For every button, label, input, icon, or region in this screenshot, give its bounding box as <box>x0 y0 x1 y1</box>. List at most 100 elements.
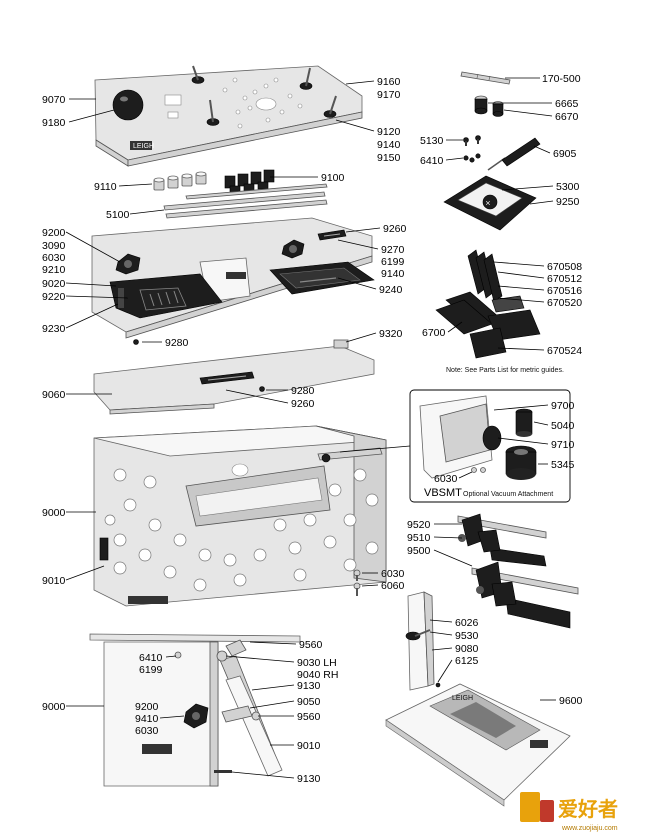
callout-numbers: 9070 9180 9160 9170 9120 9140 9150 170-5… <box>42 73 583 785</box>
callout-6199: 6199 <box>381 256 405 268</box>
callout-9140: 9140 <box>377 139 401 151</box>
watermark-url: www.zuojiaju.com <box>561 825 618 832</box>
clamps-9500 <box>457 513 579 629</box>
metric-note: Note: See Parts List for metric guides. <box>446 367 564 374</box>
callout-6199-b: 6199 <box>139 664 163 676</box>
callout-5040: 5040 <box>551 420 575 432</box>
bolts-6030-6060 <box>353 569 361 596</box>
callout-9280: 9280 <box>165 337 189 349</box>
callout-9560: 9560 <box>299 639 323 651</box>
callout-6125: 6125 <box>455 655 479 667</box>
callout-9210: 9210 <box>42 264 66 276</box>
callout-9710: 9710 <box>551 439 575 451</box>
callout-6030-c: 6030 <box>381 568 405 580</box>
callout-9120: 9120 <box>377 126 401 138</box>
callout-670512: 670512 <box>547 273 582 285</box>
callout-9150: 9150 <box>377 152 401 164</box>
callout-6030-d: 6030 <box>135 725 159 737</box>
callout-9060: 9060 <box>42 389 66 401</box>
leader-lines <box>65 77 556 779</box>
callout-9240: 9240 <box>379 284 403 296</box>
callout-5345: 5345 <box>551 459 575 471</box>
knob-9530 <box>405 631 421 641</box>
callout-9200-b: 9200 <box>135 701 159 713</box>
callout-9510: 9510 <box>407 532 431 544</box>
callout-9320: 9320 <box>379 328 403 340</box>
callout-3090: 3090 <box>42 240 66 252</box>
screw-9280-b <box>259 386 265 392</box>
top-plate-assembly: LEIGH <box>94 65 363 167</box>
clamp-knobs-9120 <box>191 65 337 126</box>
vacuum-adapter-5345 <box>505 445 537 480</box>
vacuum-port-5040 <box>515 408 533 437</box>
knob-9200-base <box>115 253 141 275</box>
callout-5130: 5130 <box>420 135 444 147</box>
callout-6410-b: 6410 <box>139 652 163 664</box>
callout-9520: 9520 <box>407 519 431 531</box>
box-holes <box>104 468 379 592</box>
callout-9200: 9200 <box>42 227 66 239</box>
callout-6905: 6905 <box>553 148 577 160</box>
callout-9530: 9530 <box>455 630 479 642</box>
callout-9700: 9700 <box>551 400 575 412</box>
knob-9200-side <box>183 703 209 729</box>
callout-9560-b: 9560 <box>297 711 321 723</box>
callout-9250: 9250 <box>556 196 580 208</box>
callout-9230: 9230 <box>42 323 66 335</box>
callout-9050: 9050 <box>297 696 321 708</box>
guide-bushings-6665 <box>474 95 504 117</box>
template-holder-5300: ⨯ <box>443 175 537 231</box>
screws-5130 <box>463 135 481 163</box>
callout-170-500: 170-500 <box>542 73 581 85</box>
callout-6060: 6060 <box>381 580 405 592</box>
miter-guides-6700 <box>435 249 541 359</box>
vertical-guide-9080 <box>405 591 441 691</box>
watermark: 爱好者 www.zuojiaju.com <box>520 792 618 832</box>
callout-9010: 9010 <box>42 575 66 587</box>
callout-9270: 9270 <box>381 244 405 256</box>
callout-9000: 9000 <box>42 507 66 519</box>
callout-9260-b: 9260 <box>291 398 315 410</box>
router-bit-group: ⨯ <box>443 71 541 231</box>
sliding-plate-9060 <box>93 339 375 415</box>
callout-9040-rh: 9040 RH <box>297 669 338 681</box>
screwdriver-6905 <box>487 137 541 171</box>
svg-text:LEIGH: LEIGH <box>133 143 154 150</box>
vacuum-attachment-box <box>339 389 571 503</box>
callout-9070: 9070 <box>42 94 66 106</box>
rods-5100 <box>163 183 328 219</box>
spacers-9110 <box>153 171 207 191</box>
callout-9280-b: 9280 <box>291 385 315 397</box>
watermark-logo-mark <box>520 792 540 822</box>
callout-6665: 6665 <box>555 98 579 110</box>
callout-9020: 9020 <box>42 278 66 290</box>
callout-9260: 9260 <box>383 223 407 235</box>
callout-9170: 9170 <box>377 89 401 101</box>
rods-and-spacers <box>153 169 328 219</box>
callout-9180: 9180 <box>42 117 66 129</box>
support-arms-9030 <box>216 639 283 777</box>
callout-6026: 6026 <box>455 617 479 629</box>
leigh-logo-base <box>226 272 246 279</box>
callout-9010-b: 9010 <box>297 740 321 752</box>
vbsmt-code: VBSMT <box>424 487 462 499</box>
side-view-assembly <box>89 633 301 787</box>
callout-670520: 670520 <box>547 297 582 309</box>
knob-9210-base <box>281 239 305 259</box>
callout-670516: 670516 <box>547 285 582 297</box>
callout-9160: 9160 <box>377 76 401 88</box>
base-plate-9020 <box>91 217 375 345</box>
callout-9130: 9130 <box>297 680 321 692</box>
callout-9600: 9600 <box>559 695 583 707</box>
side-top-plate <box>89 633 301 643</box>
callout-9410: 9410 <box>135 713 159 725</box>
svg-text:LEIGH: LEIGH <box>452 695 473 702</box>
callout-9130-b: 9130 <box>297 773 321 785</box>
side-handle <box>99 537 109 561</box>
router-bit <box>460 71 511 85</box>
callout-6670: 6670 <box>555 111 579 123</box>
callout-670508: 670508 <box>547 261 582 273</box>
callout-6030: 6030 <box>42 252 66 264</box>
callout-9500: 9500 <box>407 545 431 557</box>
